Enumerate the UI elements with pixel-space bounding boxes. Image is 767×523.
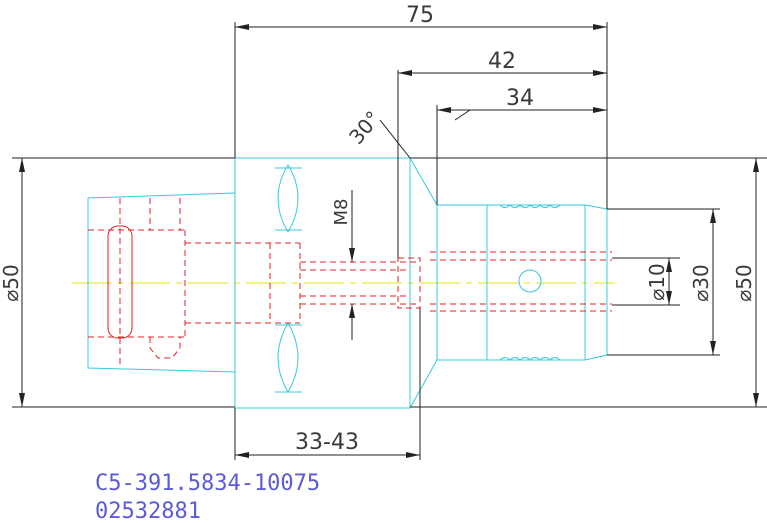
part-code-line2: 02532881 [95,499,201,523]
dim-length-42: 42 [488,49,516,74]
dim-diameter-30: ⌀30 [689,264,713,302]
dim-diameter-left: ⌀50 [0,264,23,302]
hidden-lines [88,198,612,368]
dim-chamfer-angle: 30° [344,106,385,149]
dimension-lines [12,22,767,460]
dim-clamp-range: 33-43 [295,430,359,455]
dim-thread: M8 [331,199,352,226]
key-slot [107,225,133,339]
dim-length-34: 34 [506,86,534,111]
dim-diameter-right: ⌀50 [732,264,756,302]
part-outline [87,157,608,409]
part-code-line1: C5-391.5834-10075 [95,471,320,496]
dim-diameter-10: ⌀10 [645,263,669,301]
arrowheads [19,24,759,458]
dim-overall-length: 75 [406,3,434,28]
